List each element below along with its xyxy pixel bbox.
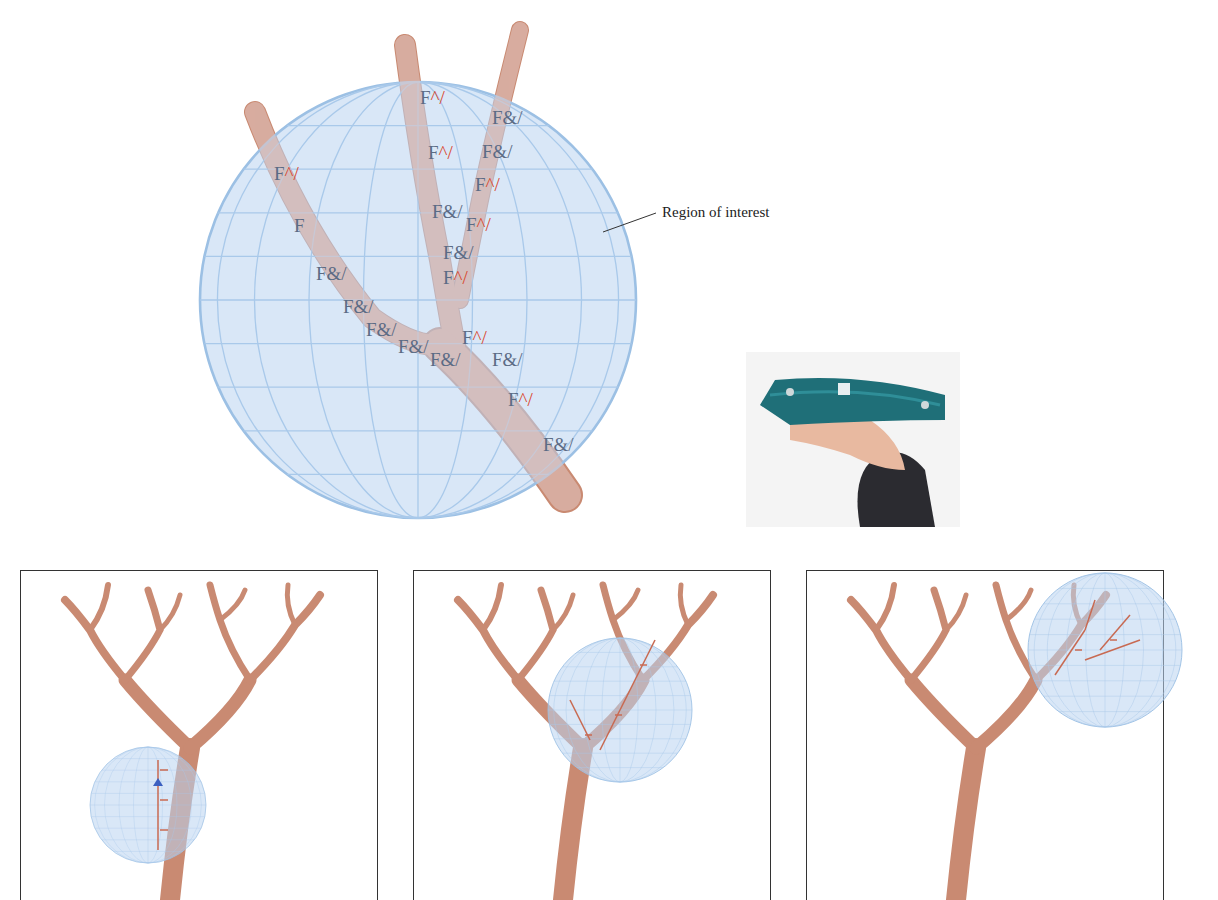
- lsystem-symbol: F&/: [430, 350, 461, 369]
- lsystem-symbol: F^/: [475, 175, 500, 194]
- lsystem-symbol: F&/: [343, 297, 374, 316]
- lsystem-symbol: F^/: [466, 215, 491, 234]
- panel-1: [21, 571, 378, 900]
- lsystem-symbol: F&/: [482, 142, 513, 161]
- lsystem-symbol: F^/: [508, 390, 533, 409]
- panel-3: [807, 571, 1183, 900]
- lsystem-symbol: F&/: [432, 202, 463, 221]
- lsystem-symbol: F^/: [428, 143, 453, 162]
- lsystem-symbol: F&/: [443, 243, 474, 262]
- callout-label: Region of interest: [662, 204, 769, 221]
- lsystem-symbol: F&/: [492, 108, 523, 127]
- lsystem-symbol: F&/: [492, 350, 523, 369]
- lsystem-symbol: F: [294, 216, 305, 235]
- lsystem-symbol: F&/: [398, 337, 429, 356]
- tracker-photo: [746, 352, 960, 527]
- leader-line: [603, 213, 656, 232]
- lsystem-symbol: F&/: [543, 435, 574, 454]
- branch-overlay: [255, 30, 565, 495]
- lsystem-symbol: F^/: [274, 164, 299, 183]
- lsystem-symbol: F&/: [316, 264, 347, 283]
- panel-2: [414, 571, 771, 900]
- lsystem-symbol: F^/: [462, 328, 487, 347]
- lsystem-symbol: F&/: [366, 320, 397, 339]
- lsystem-symbol: F^/: [443, 268, 468, 287]
- lsystem-symbol: F^/: [420, 88, 445, 107]
